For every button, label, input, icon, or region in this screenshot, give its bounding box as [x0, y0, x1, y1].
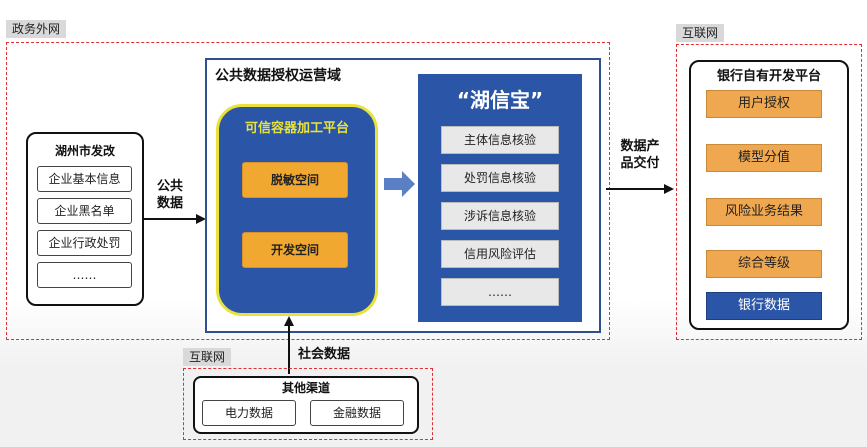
other-channel-item: 金融数据	[310, 400, 404, 426]
huxinbao-item: 处罚信息核验	[441, 164, 559, 192]
bank-data-box: 银行数据	[706, 292, 822, 320]
development-space: 开发空间	[242, 232, 348, 268]
domain-title: 公共数据授权运营域	[215, 68, 341, 84]
zone-tag-internet-right: 互联网	[676, 24, 725, 42]
zone-tag-gov-network: 政务外网	[6, 20, 67, 38]
data-product-label-line: 数据产	[620, 139, 660, 154]
zone-internet-bottom	[183, 368, 433, 440]
public-data-label-line: 公共	[156, 179, 183, 194]
other-channel-item: 电力数据	[202, 400, 296, 426]
source-item: ……	[37, 262, 132, 288]
zone-gov-network	[6, 42, 610, 340]
public-data-label-line: 数据	[156, 196, 183, 211]
zone-tag-internet-bottom: 互联网	[183, 348, 232, 366]
source-title: 湖州市发改	[54, 144, 115, 158]
huxinbao-item: 主体信息核验	[441, 126, 559, 154]
bank-item: 模型分值	[706, 144, 822, 172]
trusted-platform-title: 可信容器加工平台	[244, 121, 349, 136]
arrow-right-icon	[144, 214, 206, 224]
source-item: 企业黑名单	[37, 198, 132, 224]
public-data-label: 公共 数据	[150, 178, 190, 212]
huxinbao-item: 信用风险评估	[441, 240, 559, 268]
bank-item: 综合等级	[706, 250, 822, 278]
source-item: 企业行政处罚	[37, 230, 132, 256]
trusted-container-platform	[216, 104, 378, 316]
other-channels-title: 其他渠道	[281, 381, 330, 395]
huxinbao-title: “湖信宝”	[456, 88, 544, 112]
source-item: 企业基本信息	[37, 166, 132, 192]
zone-internet-right	[676, 44, 862, 340]
desensitize-space: 脱敏空间	[242, 162, 348, 198]
huxinbao-item: ……	[441, 278, 559, 306]
arrow-right-icon	[384, 171, 415, 197]
bank-item: 用户授权	[706, 90, 822, 118]
bank-platform-title: 银行自有开发平台	[716, 69, 821, 84]
huxinbao-item: 涉诉信息核验	[441, 202, 559, 230]
social-data-label: 社会数据	[298, 347, 351, 362]
data-product-delivery-label: 数据产 品交付	[612, 138, 668, 172]
bank-item: 风险业务结果	[706, 198, 822, 226]
arrow-up-icon	[284, 316, 294, 374]
arrow-right-icon	[606, 184, 674, 194]
data-product-label-line: 品交付	[620, 156, 660, 171]
